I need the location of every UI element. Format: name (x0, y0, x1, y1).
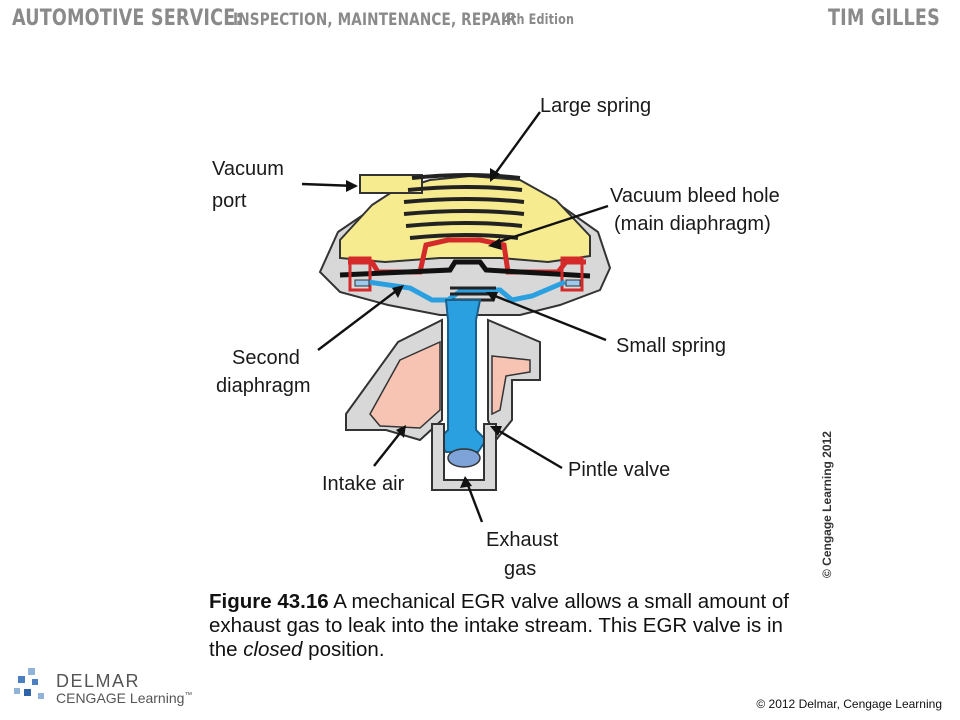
diaphragm-plate (339, 259, 591, 279)
right-seal (565, 279, 581, 287)
label-large-spring: Large spring (540, 95, 651, 117)
second-diaphragm (367, 279, 566, 303)
logo-name: DELMAR (56, 671, 141, 691)
header-title: AUTOMOTIVE SERVICE: (12, 6, 243, 31)
label-vacuum-port-2: port (212, 190, 247, 212)
label-second-diaphragm-1: Second (232, 347, 300, 369)
right-clamp (560, 256, 584, 292)
main-diaphragm (348, 237, 586, 275)
label-small-spring: Small spring (616, 335, 726, 357)
label-exhaust-gas-1: Exhaust (486, 529, 559, 551)
vertical-credit: © Cengage Learning 2012 (820, 431, 834, 578)
logo-subtitle-text: CENGAGE Learning (56, 690, 185, 706)
caption-text-1: A mechanical EGR valve allows a small am… (209, 590, 789, 661)
valve-stem (436, 299, 488, 453)
header-edition: 4th Edition (503, 12, 575, 28)
header-subtitle: INSPECTION, MAINTENANCE, REPAIR (233, 10, 517, 30)
logo-subtitle: CENGAGE Learning™ (56, 690, 192, 706)
intake-passage (369, 340, 441, 429)
left-seal (354, 279, 370, 287)
header-author: TIM GILLES (828, 6, 940, 31)
logo-trademark: ™ (184, 690, 193, 700)
label-bleed-hole-2: (main diaphragm) (614, 213, 771, 235)
pintle-seat (447, 448, 481, 468)
caption-text-2: position. (302, 638, 385, 661)
label-pintle-valve: Pintle valve (568, 459, 670, 481)
label-vacuum-port-1: Vacuum (212, 158, 284, 180)
label-second-diaphragm-2: diaphragm (216, 375, 311, 397)
caption-emphasis: closed (243, 638, 303, 661)
footer-copyright: © 2012 Delmar, Cengage Learning (756, 697, 942, 711)
delmar-logo-icon (14, 668, 44, 699)
label-intake-air: Intake air (322, 473, 405, 495)
large-spring (403, 173, 525, 240)
leader-lines (301, 111, 609, 523)
exhaust-port (431, 423, 497, 491)
label-exhaust-gas-2: gas (504, 558, 536, 580)
label-bleed-hole-1: Vacuum bleed hole (610, 185, 780, 207)
figure-number: Figure 43.16 (209, 590, 329, 613)
left-clamp (348, 256, 372, 292)
figure-caption: Figure 43.16 A mechanical EGR valve allo… (209, 590, 809, 662)
intake-passage-right (491, 355, 531, 416)
vacuum-port-tube (359, 174, 423, 194)
